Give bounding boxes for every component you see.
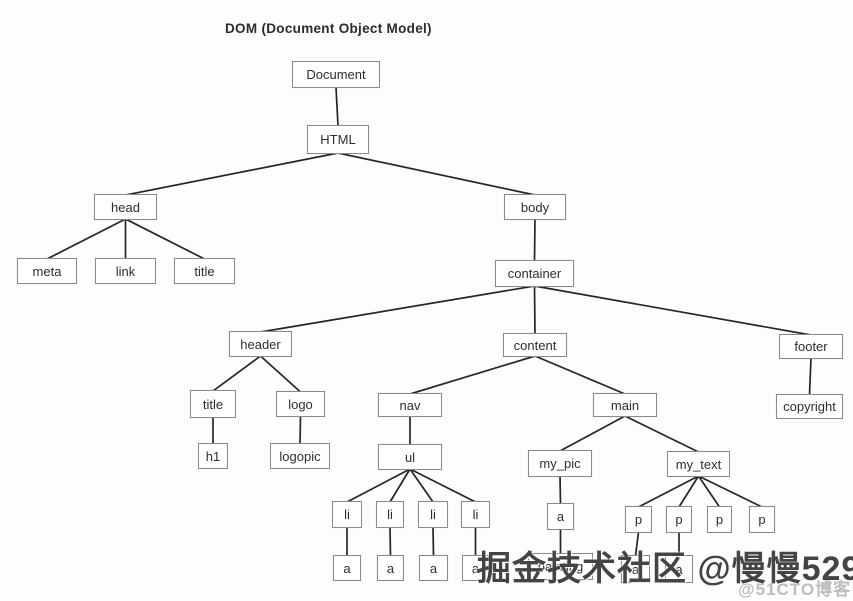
edge-container-footer (533, 285, 812, 336)
node-copyright: copyright (776, 394, 843, 419)
edge-footer-copyright (808, 357, 812, 396)
node-li3: li (418, 501, 448, 528)
edge-my_text-p3 (697, 475, 721, 508)
edge-li3-a3 (432, 526, 435, 557)
node-logopic: logopic (270, 443, 330, 469)
edge-header-title_header (212, 355, 262, 392)
edge-logo-logopic (299, 415, 302, 445)
edge-header-logo (259, 355, 302, 393)
node-a_p2: a (665, 555, 693, 583)
watermark-primary: 掘金技术社区 @慢慢529 (477, 550, 853, 588)
node-main: main (593, 393, 657, 417)
node-title_header: title (190, 390, 236, 418)
node-a_pic: a (547, 503, 574, 530)
node-document: Document (292, 61, 380, 88)
node-content: content (503, 333, 567, 357)
node-html: HTML (307, 125, 369, 154)
node-p1: p (625, 506, 652, 533)
node-a4: a (462, 555, 489, 581)
node-li2: li (376, 501, 404, 528)
node-head: head (94, 194, 157, 220)
edge-p1-a_p1 (634, 531, 640, 557)
edge-html-head (124, 152, 339, 196)
node-my_text: my_text (667, 451, 730, 477)
node-p2: p (666, 506, 692, 533)
node-li1: li (332, 501, 362, 528)
edge-ul-li4 (409, 468, 477, 503)
node-painting: painting (528, 553, 593, 580)
node-li4: li (461, 501, 490, 528)
node-my_pic: my_pic (528, 450, 592, 477)
edge-my_text-p1 (637, 475, 700, 508)
edge-document-html (335, 86, 339, 127)
edge-my_pic-a_pic (559, 475, 562, 505)
edge-ul-li3 (409, 468, 434, 503)
edge-container-content (533, 285, 536, 335)
edge-content-nav (409, 355, 536, 395)
node-header: header (229, 331, 292, 357)
node-link: link (95, 258, 156, 284)
edge-li2-a2 (389, 526, 392, 557)
edge-container-header (259, 285, 536, 333)
edge-head-meta (46, 218, 127, 260)
edge-my_text-p2 (678, 475, 700, 508)
edge-head-title_head (124, 218, 206, 260)
watermark-secondary: @51CTO博客 (738, 580, 852, 599)
node-logo: logo (276, 391, 325, 417)
node-a2: a (377, 555, 404, 581)
node-h1: h1 (198, 443, 228, 469)
edge-html-body (337, 152, 536, 196)
edge-content-main (534, 355, 626, 395)
node-a1: a (333, 555, 361, 581)
edge-my_text-p4 (697, 475, 763, 508)
node-body: body (504, 194, 566, 220)
edge-body-container (533, 218, 536, 262)
edge-ul-li2 (389, 468, 411, 503)
edge-main-my_text (624, 415, 700, 453)
node-ul: ul (378, 444, 442, 470)
node-title_head: title (174, 258, 235, 284)
node-p4: p (749, 506, 775, 533)
node-p3: p (707, 506, 732, 533)
node-footer: footer (779, 334, 843, 359)
node-meta: meta (17, 258, 77, 284)
node-container: container (495, 260, 574, 287)
node-a3: a (419, 555, 448, 581)
diagram-title: DOM (Document Object Model) (225, 21, 432, 36)
edge-main-my_pic (559, 415, 626, 452)
node-a_p1: a (621, 555, 650, 583)
edge-ul-li1 (346, 468, 411, 503)
node-nav: nav (378, 393, 442, 417)
